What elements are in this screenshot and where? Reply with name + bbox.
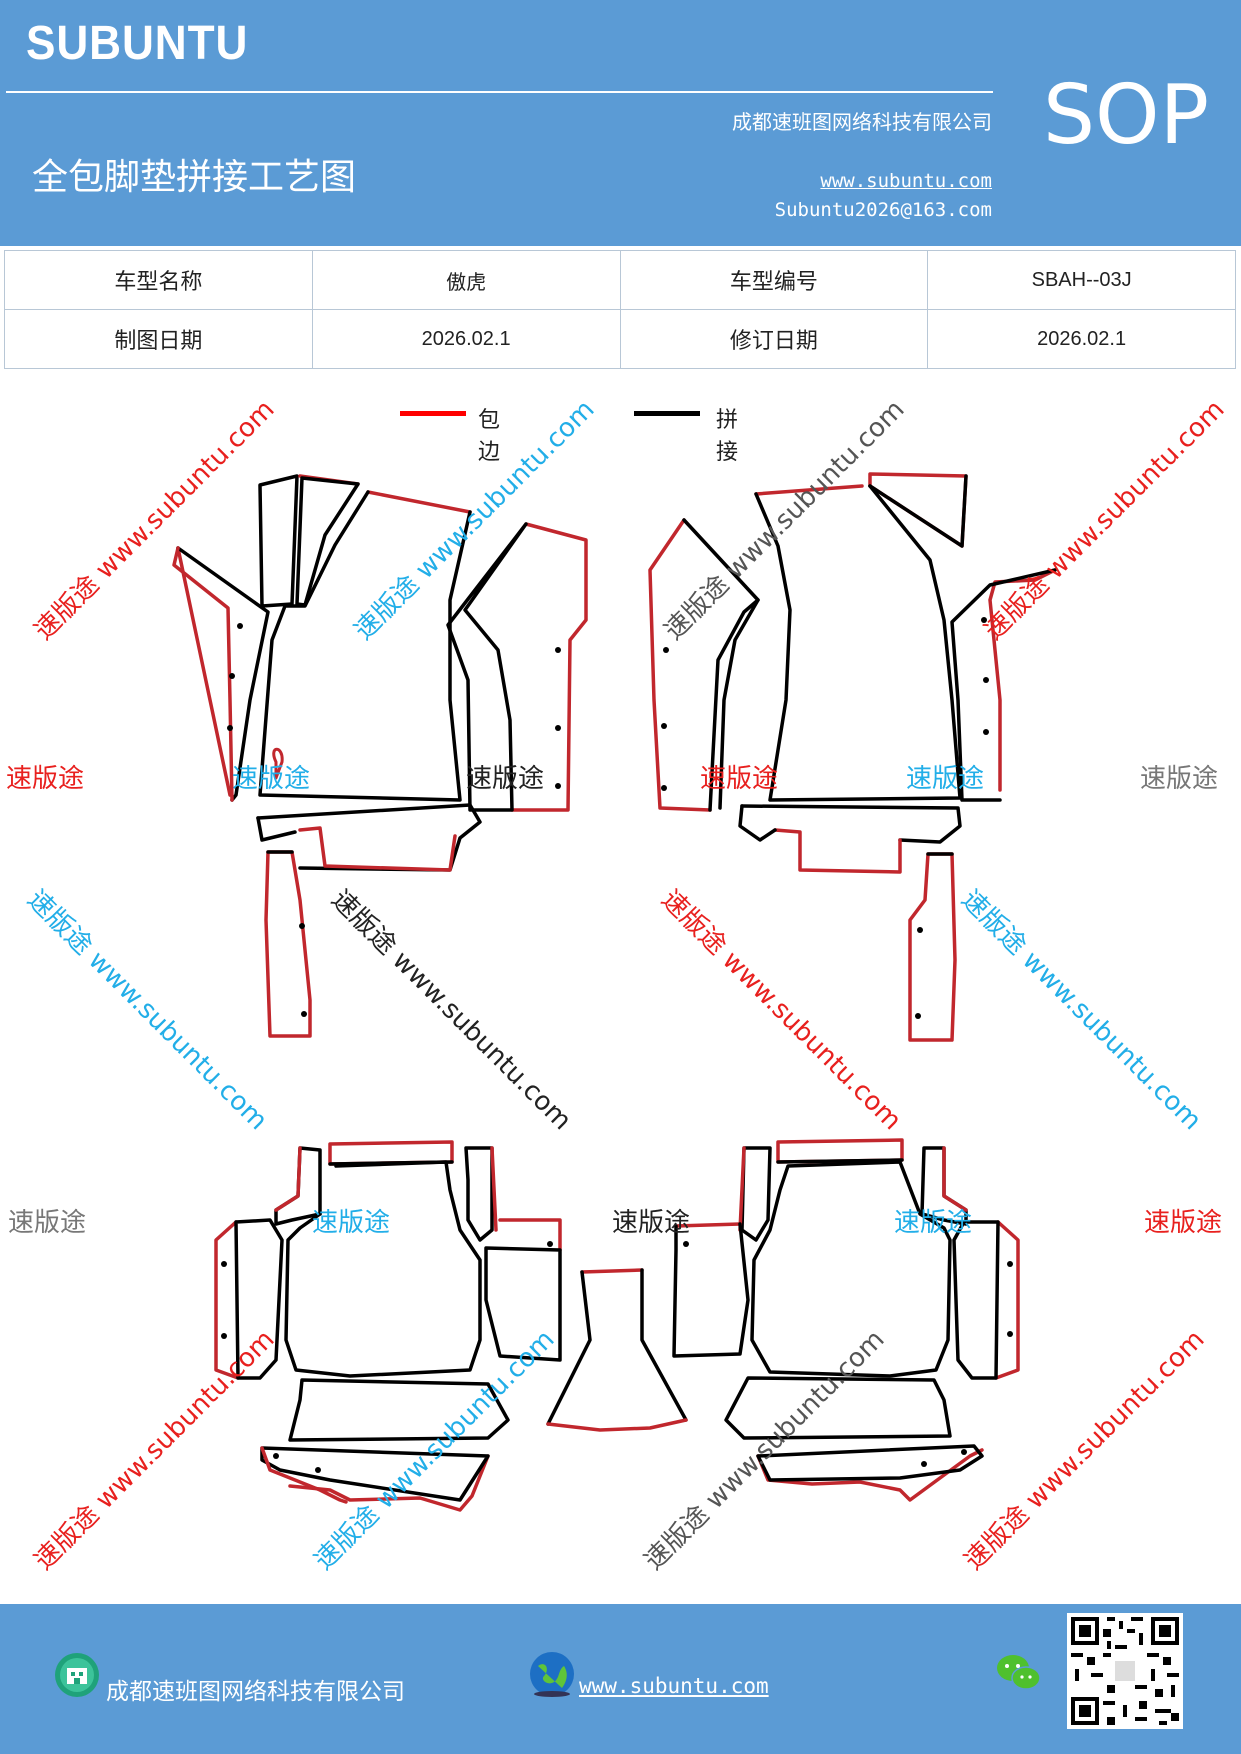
legend-swatch-red: [400, 411, 466, 416]
rear-left-mat-group: [214, 1140, 562, 1512]
brand-logo-text: SUBUNTU: [26, 17, 249, 70]
watermark: 速版途: [700, 764, 779, 794]
qr-code: [1067, 1613, 1183, 1729]
watermark: 速版途: [894, 1208, 973, 1238]
watermark: 速版途: [1144, 1208, 1223, 1238]
table-cell: 2026.02.1: [311, 309, 621, 369]
watermark: 速版途: [466, 764, 545, 794]
legend-label: 包边: [478, 408, 501, 465]
footer-company: 成都速班图网络科技有限公司: [106, 1679, 405, 1705]
wechat-icon: [997, 1655, 1041, 1690]
table-cell: 制图日期: [4, 309, 313, 369]
globe-icon: [530, 1652, 574, 1697]
table-cell: 傲虎: [311, 250, 621, 310]
watermark: 速版途: [232, 764, 311, 794]
table-row: 制图日期 2026.02.1 修订日期 2026.02.1: [4, 309, 1236, 369]
watermark: 速版途: [906, 764, 985, 794]
header-email[interactable]: Subuntu2026@163.com: [774, 199, 992, 221]
table-cell: 车型名称: [4, 250, 313, 310]
page-title: 全包脚垫拼接工艺图: [32, 157, 357, 198]
legend-swatch-black: [634, 411, 700, 416]
front-right-mat-group: [648, 472, 1057, 1042]
watermark: 速版途: [6, 764, 85, 794]
header-banner: SUBUNTU 成都速班图网络科技有限公司 全包脚垫拼接工艺图 www.subu…: [0, 0, 1241, 246]
vehicle-info-table: 车型名称 傲虎 车型编号 SBAH--03J 制图日期 2026.02.1 修订…: [4, 250, 1236, 369]
front-left-mat-group: [172, 474, 588, 1038]
watermark: 速版途: [612, 1208, 691, 1238]
rear-right-mat-group: [672, 1138, 1020, 1502]
header-website-link[interactable]: www.subuntu.com: [820, 170, 992, 192]
snap-dots: [221, 617, 1013, 1473]
legend-label: 拼接: [716, 408, 739, 465]
table-row: 车型名称 傲虎 车型编号 SBAH--03J: [4, 250, 1236, 310]
center-tunnel-mat: [546, 1268, 688, 1432]
footer-website-link[interactable]: www.subuntu.com: [579, 1674, 769, 1698]
header-company: 成都速班图网络科技有限公司: [732, 110, 992, 134]
doc-type-label: SOP: [1043, 68, 1210, 163]
table-cell: 车型编号: [619, 250, 929, 310]
table-cell: SBAH--03J: [927, 250, 1236, 310]
table-cell: 2026.02.1: [927, 309, 1236, 369]
watermark: 速版途: [1140, 764, 1219, 794]
watermark: 速版途: [312, 1208, 391, 1238]
table-cell: 修订日期: [619, 309, 929, 369]
header-divider: [6, 91, 993, 93]
company-icon: [55, 1653, 99, 1697]
watermark: 速版途: [8, 1208, 87, 1238]
